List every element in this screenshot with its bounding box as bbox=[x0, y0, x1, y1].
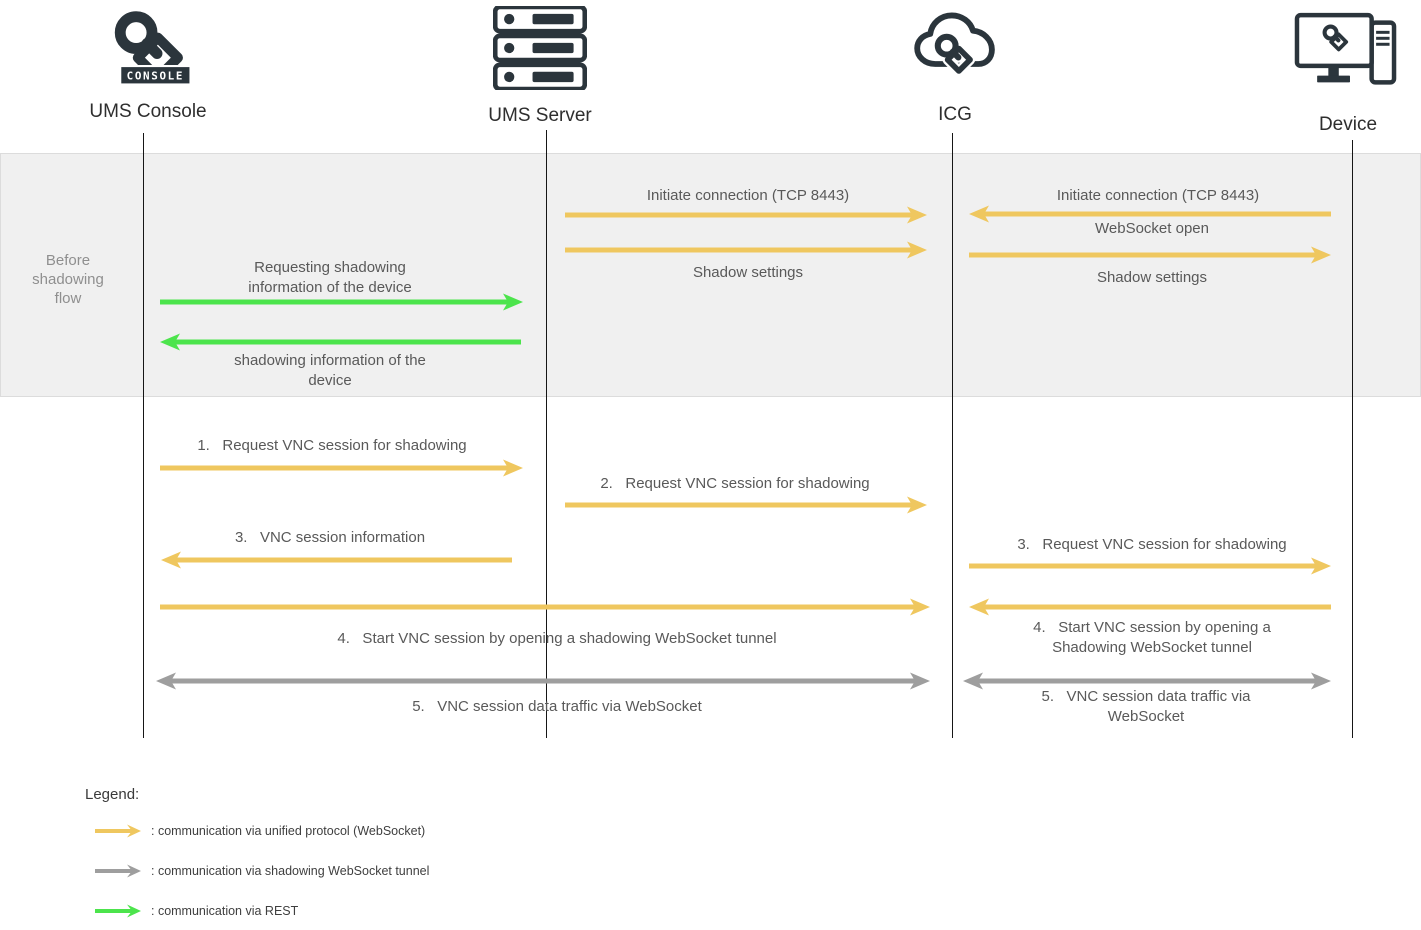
arrow-requesting-shadowing-information bbox=[160, 293, 523, 311]
actor-ums-server bbox=[492, 4, 588, 95]
label-initiate-connection-ums-icg: Initiate connection (TCP 8443) bbox=[646, 187, 850, 204]
lifeline-device bbox=[1351, 140, 1353, 738]
icg-cloud-icon bbox=[914, 12, 995, 93]
console-badge bbox=[119, 65, 192, 86]
legend-label-rest: : communication via REST bbox=[151, 904, 299, 918]
label-step5-vnc-data-traffic-device: 5. VNC session data traffic via WebSocke… bbox=[1041, 688, 1251, 725]
lifeline-ums-console bbox=[142, 133, 144, 738]
actor-label-icg: ICG bbox=[938, 104, 972, 125]
actor-icg bbox=[910, 8, 1000, 98]
legend-arrow-gray-icon bbox=[95, 864, 141, 878]
label-step1-request-vnc-session: 1. Request VNC session for shadowing bbox=[197, 437, 467, 454]
legend-arrow-yellow-icon bbox=[95, 824, 141, 838]
actor-ums-console: CONSOLE bbox=[101, 4, 193, 103]
arrow-step3-request-vnc-session-device bbox=[969, 557, 1331, 575]
label-initiate-connection-device-icg-2: WebSocket open bbox=[1095, 220, 1209, 237]
before-shadowing-band-label: Before shadowing flow bbox=[32, 252, 104, 307]
legend-label-shadowing-tunnel: : communication via shadowing WebSocket … bbox=[151, 864, 430, 878]
label-shadow-settings-ums-icg: Shadow settings bbox=[692, 264, 804, 281]
label-step4-start-vnc-session-device: 4. Start VNC session by opening a Shadow… bbox=[1033, 619, 1271, 656]
actor-device bbox=[1294, 12, 1400, 92]
actor-label-device: Device bbox=[1318, 114, 1378, 135]
arrow-step4-start-vnc-session-tunnel bbox=[160, 598, 930, 616]
device-icon bbox=[1294, 12, 1397, 85]
legend-title: Legend: bbox=[85, 786, 140, 803]
ums-console-logo-icon: CONSOLE bbox=[101, 4, 192, 86]
label-step4-start-vnc-session-tunnel: 4. Start VNC session by opening a shadow… bbox=[337, 630, 777, 647]
arrow-step1-request-vnc-session bbox=[160, 459, 523, 477]
arrow-step2-request-vnc-session bbox=[565, 496, 927, 514]
legend-arrow-green-icon bbox=[95, 904, 141, 918]
arrow-shadow-settings-ums-icg bbox=[565, 241, 927, 259]
arrow-step5-vnc-data-traffic bbox=[156, 672, 930, 690]
arrow-shadow-settings-icg-device bbox=[969, 246, 1331, 264]
svg-text:CONSOLE: CONSOLE bbox=[127, 69, 184, 82]
arrow-initiate-connection-device-icg bbox=[969, 205, 1331, 223]
label-step5-vnc-data-traffic: 5. VNC session data traffic via WebSocke… bbox=[412, 698, 702, 715]
label-step3-request-vnc-session-device: 3. Request VNC session for shadowing bbox=[1017, 536, 1287, 553]
actor-label-ums-server: UMS Server bbox=[488, 105, 592, 126]
lifeline-icg bbox=[951, 133, 953, 738]
ums-server-icon bbox=[492, 4, 588, 92]
label-requesting-shadowing-information: Requesting shadowing information of the … bbox=[248, 259, 412, 296]
label-initiate-connection-device-icg: Initiate connection (TCP 8443) bbox=[1056, 187, 1260, 204]
lifeline-ums-server bbox=[545, 130, 547, 738]
arrow-step3-vnc-session-information bbox=[161, 551, 512, 569]
actor-label-ums-console: UMS Console bbox=[89, 101, 207, 122]
label-step2-request-vnc-session: 2. Request VNC session for shadowing bbox=[600, 475, 870, 492]
before-shadowing-band bbox=[0, 153, 1421, 397]
legend-item-rest: : communication via REST bbox=[95, 900, 298, 922]
arrow-step4-start-vnc-session-device bbox=[969, 598, 1331, 616]
label-shadowing-information-of-device: shadowing information of the device bbox=[234, 352, 426, 389]
arrow-shadowing-information-of-device bbox=[160, 333, 521, 351]
legend-item-shadowing-tunnel: : communication via shadowing WebSocket … bbox=[95, 860, 429, 882]
label-step3-vnc-session-information: 3. VNC session information bbox=[234, 529, 426, 546]
legend-label-unified-protocol: : communication via unified protocol (We… bbox=[151, 824, 426, 838]
legend-item-unified-protocol: : communication via unified protocol (We… bbox=[95, 820, 425, 842]
arrow-step5-vnc-data-traffic-device bbox=[963, 672, 1331, 690]
label-shadow-settings-icg-device: Shadow settings bbox=[1096, 269, 1208, 286]
arrow-initiate-connection-ums-icg bbox=[565, 206, 927, 224]
